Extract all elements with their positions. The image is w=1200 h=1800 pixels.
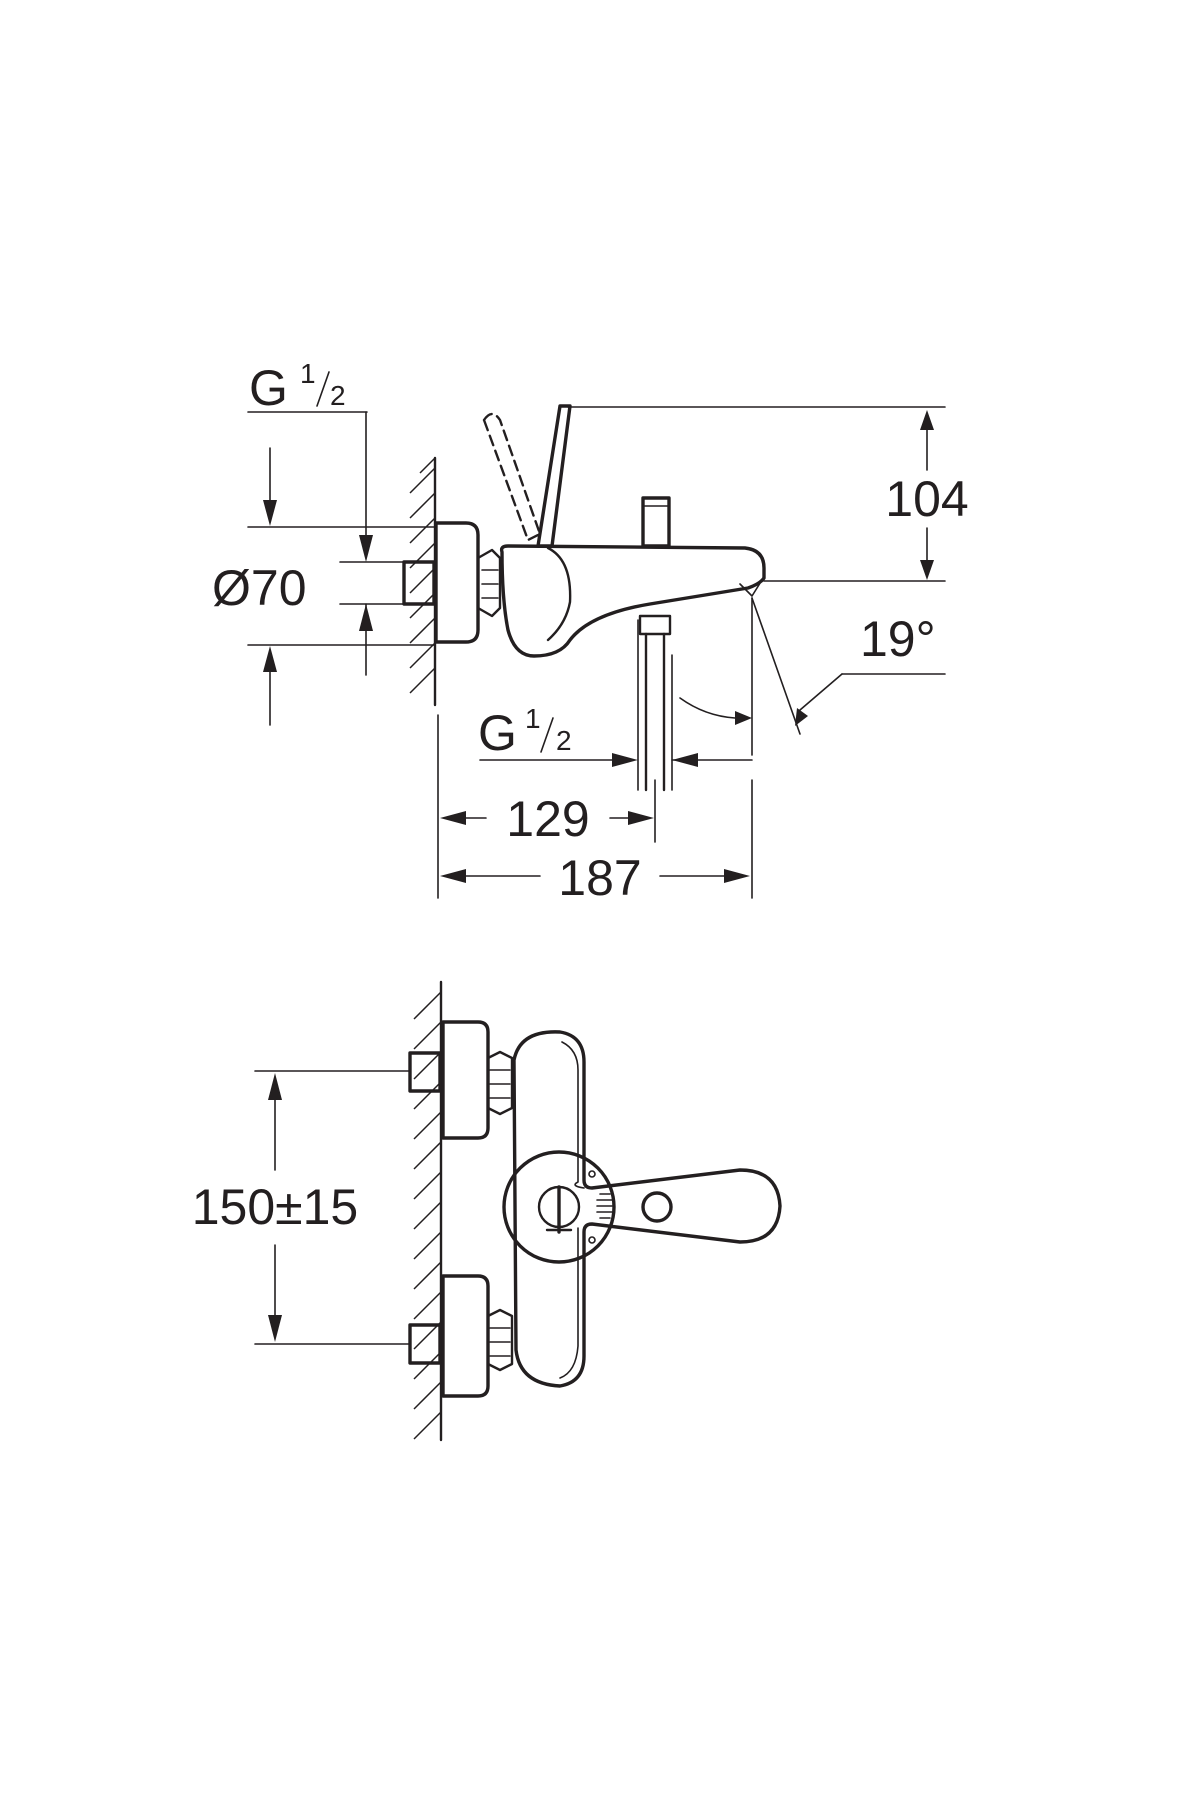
dim-height: 104 [567, 406, 969, 582]
side-wall-connector [402, 560, 436, 606]
front-view: 150±15 [192, 980, 782, 1442]
dim-total-projection: 187 [440, 779, 753, 906]
front-wall [413, 980, 443, 1442]
dim-g-bottom-den: 2 [556, 725, 572, 756]
side-mixer-body [499, 544, 766, 658]
front-control-knob [502, 1150, 616, 1264]
side-lever-handle [536, 404, 572, 548]
side-lever-handle-alt [482, 412, 542, 542]
front-wall-hatching [413, 991, 442, 1440]
dim-g-top-main: G [249, 360, 288, 416]
front-mixer-body [512, 1030, 782, 1388]
dim-diameter: Ø70 G 1 2 [212, 358, 435, 726]
dim-center-distance-label: 150±15 [192, 1179, 358, 1235]
front-diverter-button [641, 1191, 673, 1223]
dim-g-top-num: 1 [300, 358, 316, 389]
dim-angle-label: 19° [860, 611, 936, 667]
dim-outlet-distance: 129 [437, 714, 656, 899]
side-rosette [434, 521, 480, 644]
side-wall [409, 456, 437, 707]
front-temperature-marks [596, 1193, 613, 1219]
dim-outlet-distance-label: 129 [506, 791, 589, 847]
dim-g-bottom-num: 1 [525, 703, 541, 734]
dim-height-label: 104 [885, 471, 968, 527]
dim-total-projection-label: 187 [558, 850, 641, 906]
side-eccentric-nut [476, 548, 502, 618]
front-bottom-connection [408, 1274, 514, 1398]
dim-diameter-label: Ø70 [212, 560, 307, 616]
side-wall-hatching [409, 457, 436, 694]
side-view: 104 19° Ø70 [212, 358, 969, 906]
dim-g-top-den: 2 [330, 380, 346, 411]
front-top-connection [408, 1020, 514, 1140]
side-outlet-connector [638, 614, 672, 636]
dim-angle: 19° [679, 597, 946, 756]
dim-center-distance: 150±15 [192, 1070, 411, 1345]
dim-g-bottom-main: G [478, 705, 517, 761]
dim-outlet-thread: G 1 2 [478, 619, 753, 791]
side-diverter-knob [641, 496, 671, 548]
